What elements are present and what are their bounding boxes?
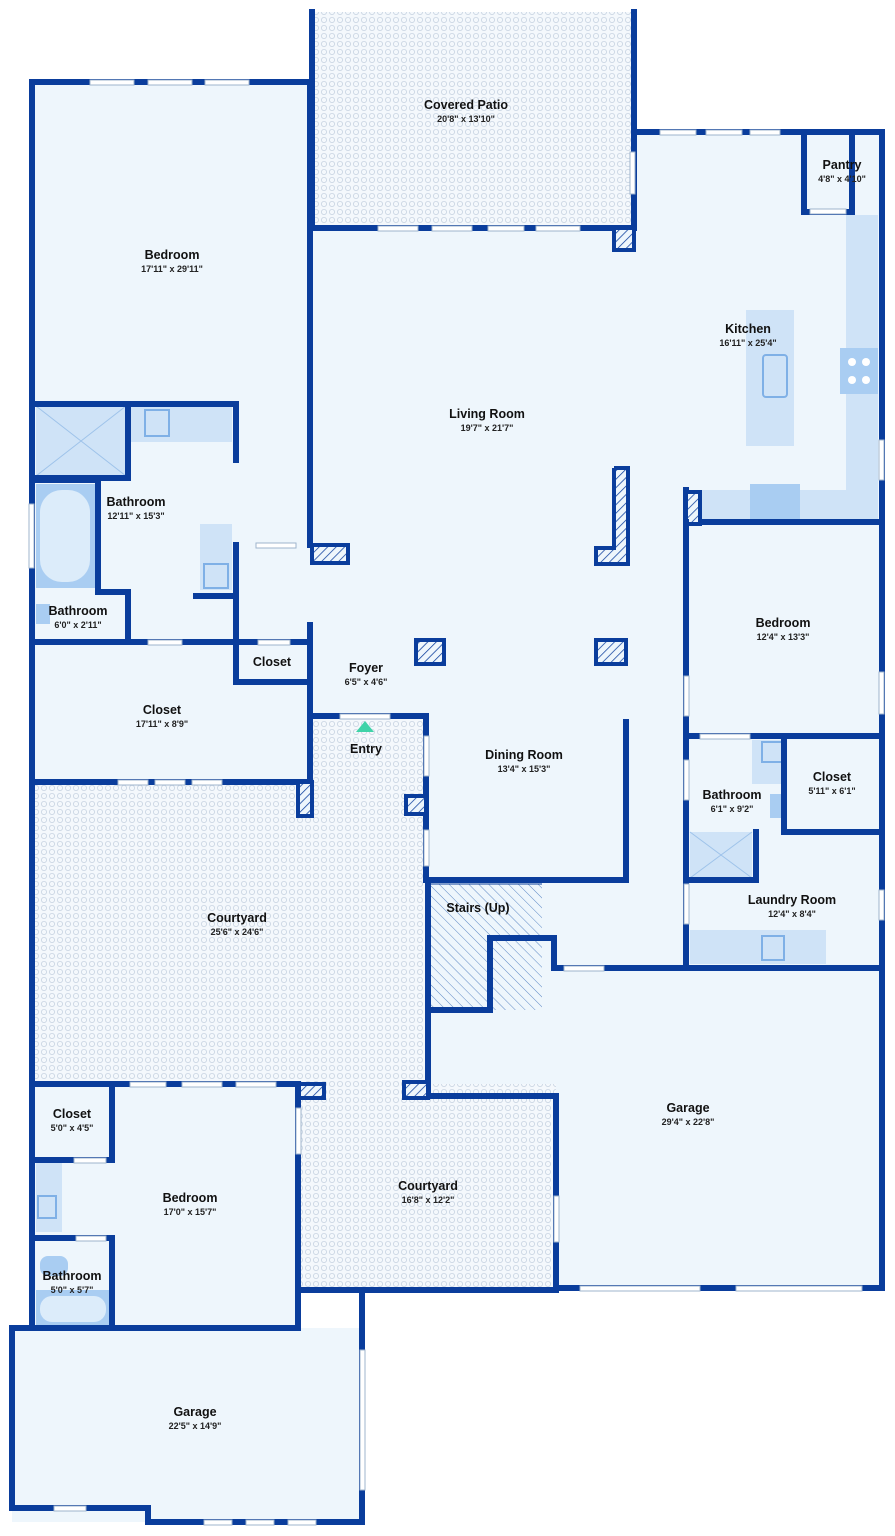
room-name: Covered Patio — [424, 98, 508, 112]
room-name: Bathroom — [48, 604, 107, 618]
room-name: Pantry — [823, 158, 862, 172]
room-dimensions: 6'5" x 4'6" — [345, 677, 388, 687]
room-dimensions: 17'0" x 15'7" — [164, 1207, 217, 1217]
room-name: Bedroom — [145, 248, 200, 262]
room-name: Closet — [53, 1107, 92, 1121]
room-dimensions: 22'5" x 14'9" — [169, 1421, 222, 1431]
room-name: Closet — [143, 703, 182, 717]
room-dimensions: 6'1" x 9'2" — [711, 804, 754, 814]
room-dimensions: 5'11" x 6'1" — [808, 786, 855, 796]
room-dimensions: 19'7" x 21'7" — [461, 423, 514, 433]
room-name: Stairs (Up) — [446, 901, 509, 915]
room-dimensions: 5'0" x 5'7" — [51, 1285, 94, 1295]
fixtures — [35, 215, 878, 1326]
room-name: Dining Room — [485, 748, 563, 762]
room-dimensions: 12'4" x 8'4" — [768, 909, 816, 919]
room-name: Living Room — [449, 407, 525, 421]
room-dimensions: 16'8" x 12'2" — [402, 1195, 455, 1205]
room-name: Laundry Room — [748, 893, 836, 907]
room-name: Bathroom — [42, 1269, 101, 1283]
room-dimensions: 25'6" x 24'6" — [211, 927, 264, 937]
room-name: Bathroom — [702, 788, 761, 802]
room-name: Bathroom — [106, 495, 165, 509]
room-dimensions: 20'8" x 13'10" — [437, 114, 495, 124]
room-name: Garage — [666, 1101, 709, 1115]
room-dimensions: 29'4" x 22'8" — [662, 1117, 715, 1127]
room-name: Kitchen — [725, 322, 771, 336]
room-dimensions: 12'4" x 13'3" — [757, 632, 810, 642]
room-name: Bedroom — [163, 1191, 218, 1205]
room-name: Closet — [813, 770, 852, 784]
room-dimensions: 13'4" x 15'3" — [498, 764, 551, 774]
room-name: Foyer — [349, 661, 383, 675]
room-dimensions: 16'11" x 25'4" — [719, 338, 776, 348]
room-dimensions: 12'11" x 15'3" — [107, 511, 164, 521]
room-dimensions: 17'11" x 29'11" — [141, 264, 203, 274]
floor-fills — [12, 12, 882, 1522]
room-name: Garage — [173, 1405, 216, 1419]
room-name: Courtyard — [207, 911, 267, 925]
room-dimensions: 5'0" x 4'5" — [51, 1123, 94, 1133]
room-name: Courtyard — [398, 1179, 458, 1193]
room-labels: Covered Patio 20'8" x 13'10" Bedroom 17'… — [42, 98, 865, 1431]
windows — [28, 79, 885, 1526]
stairs — [430, 883, 542, 1010]
room-name: Bedroom — [756, 616, 811, 630]
room-name: Closet — [253, 655, 292, 669]
entry-label: Entry — [350, 742, 382, 756]
entry-marker-icon — [356, 721, 374, 732]
room-dimensions: 6'0" x 2'11" — [54, 620, 101, 630]
room-dimensions: 17'11" x 8'9" — [136, 719, 188, 729]
room-dimensions: 4'8" x 4'10" — [818, 174, 866, 184]
